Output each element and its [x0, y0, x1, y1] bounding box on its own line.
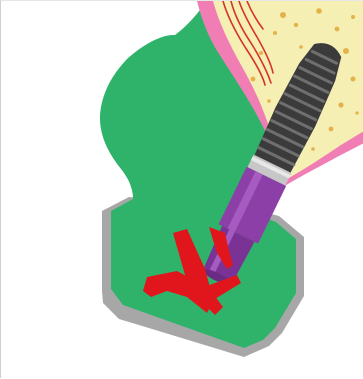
figure-frame [0, 0, 363, 378]
implant-guide-illustration [1, 1, 363, 379]
